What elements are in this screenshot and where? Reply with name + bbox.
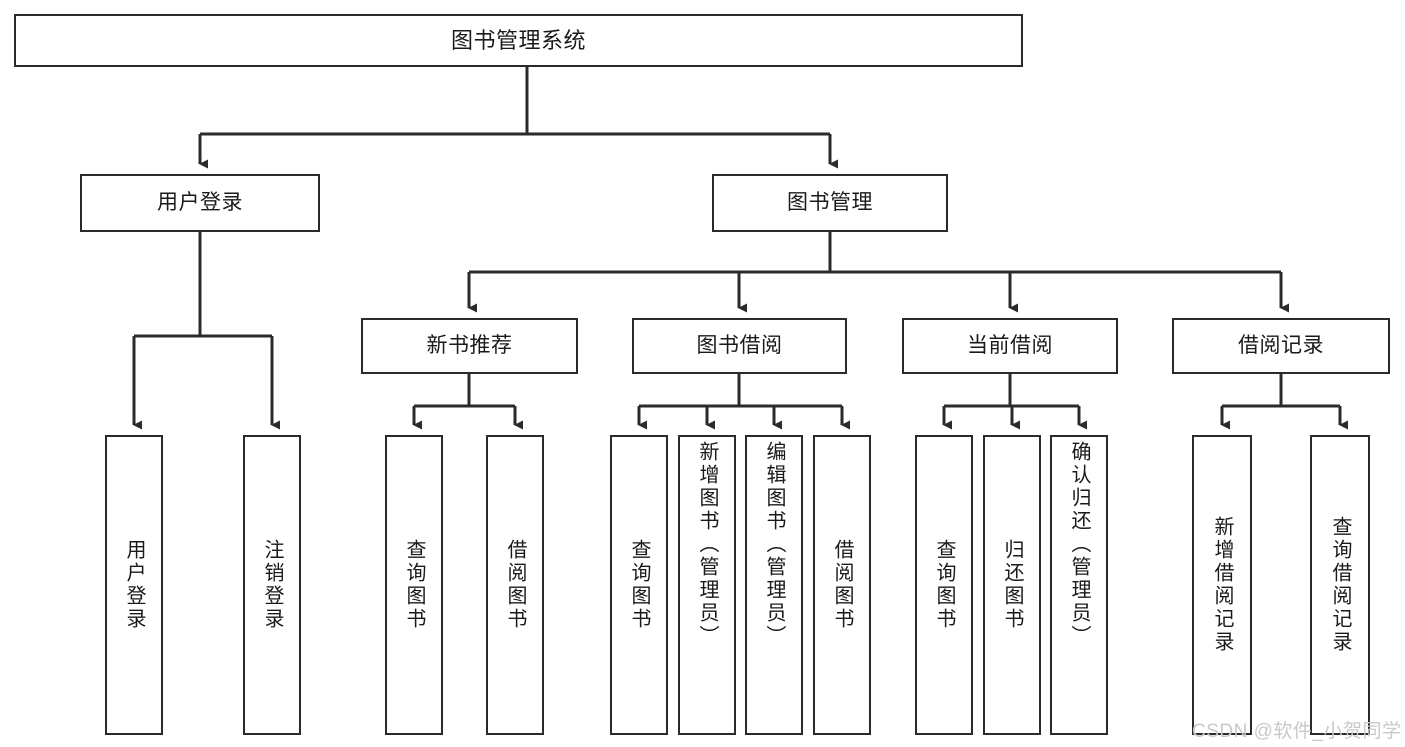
- node-leaf-add-borrow-record[interactable]: 新增借阅记录: [1192, 435, 1252, 735]
- node-leaf-user-login[interactable]: 用户登录: [105, 435, 163, 735]
- node-label: 新增借阅记录: [1211, 516, 1233, 654]
- node-label: 查询图书: [628, 539, 650, 631]
- node-leaf-logout[interactable]: 注销登录: [243, 435, 301, 735]
- node-current-borrow[interactable]: 当前借阅: [902, 318, 1118, 374]
- node-borrow-record[interactable]: 借阅记录: [1172, 318, 1390, 374]
- node-label: 编辑图书（管理员）: [763, 441, 785, 648]
- node-label: 查询图书: [403, 539, 425, 631]
- node-label: 借阅图书: [504, 539, 526, 631]
- node-leaf-borrow-book-1[interactable]: 借阅图书: [486, 435, 544, 735]
- node-book-management-system[interactable]: 图书管理系统: [14, 14, 1023, 67]
- node-label: 新书推荐: [426, 333, 513, 357]
- node-leaf-return-book[interactable]: 归还图书: [983, 435, 1041, 735]
- node-leaf-add-book-admin[interactable]: 新增图书（管理员）: [678, 435, 736, 735]
- node-leaf-confirm-return-admin[interactable]: 确认归还（管理员）: [1050, 435, 1108, 735]
- node-new-book-recommend[interactable]: 新书推荐: [361, 318, 578, 374]
- node-label: 查询借阅记录: [1329, 516, 1351, 654]
- node-label: 用户登录: [123, 539, 145, 631]
- node-book-manage[interactable]: 图书管理: [712, 174, 948, 232]
- node-leaf-query-book-1[interactable]: 查询图书: [385, 435, 443, 735]
- node-label: 当前借阅: [967, 333, 1053, 357]
- node-leaf-query-book-3[interactable]: 查询图书: [915, 435, 973, 735]
- node-label: 图书管理: [787, 190, 873, 214]
- node-leaf-edit-book-admin[interactable]: 编辑图书（管理员）: [745, 435, 803, 735]
- node-label: 借阅图书: [831, 539, 853, 631]
- node-label: 新增图书（管理员）: [696, 441, 718, 648]
- node-leaf-borrow-book-2[interactable]: 借阅图书: [813, 435, 871, 735]
- node-label: 查询图书: [933, 539, 955, 631]
- node-user-login[interactable]: 用户登录: [80, 174, 320, 232]
- node-label: 图书借阅: [696, 333, 783, 357]
- node-label: 图书管理系统: [450, 27, 586, 53]
- node-book-borrow[interactable]: 图书借阅: [632, 318, 847, 374]
- node-label: 归还图书: [1001, 539, 1023, 631]
- node-label: 借阅记录: [1238, 333, 1324, 357]
- node-leaf-query-book-2[interactable]: 查询图书: [610, 435, 668, 735]
- node-label: 确认归还（管理员）: [1068, 441, 1090, 648]
- node-label: 注销登录: [261, 539, 283, 631]
- node-leaf-query-borrow-record[interactable]: 查询借阅记录: [1310, 435, 1370, 735]
- node-label: 用户登录: [157, 190, 243, 214]
